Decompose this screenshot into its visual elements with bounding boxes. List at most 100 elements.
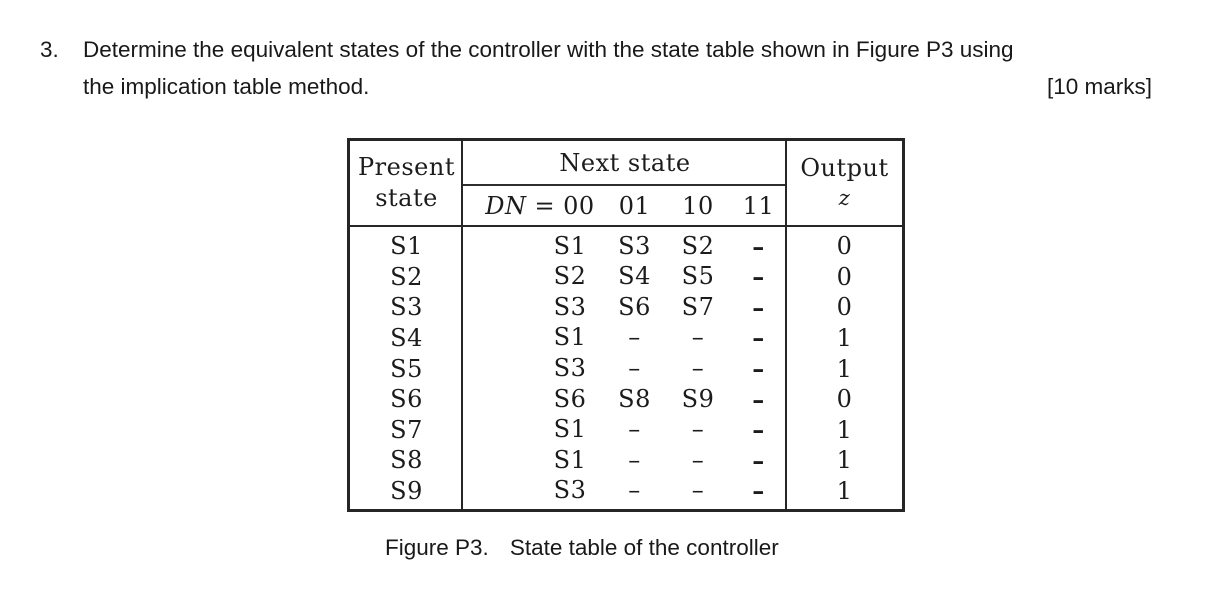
- output-cell: 1: [836, 323, 853, 352]
- table-row: S7 S1 – – – 1: [350, 414, 902, 445]
- present-state-cell: S2: [390, 262, 423, 291]
- next-state-title: Next state: [463, 141, 787, 186]
- next-state-cells: S3–––: [463, 354, 787, 383]
- present-state-cell: S1: [390, 232, 423, 261]
- next-state-cell: S2: [681, 231, 715, 260]
- next-state-cell: S4: [618, 262, 651, 291]
- next-state-cells: S1 – – –: [463, 446, 787, 475]
- output-cell: 0: [836, 262, 853, 291]
- table-row: S6 S6 S8 S9 – 0: [350, 384, 902, 415]
- output-cell: 1: [836, 415, 853, 444]
- input-col-11: 11: [742, 191, 775, 220]
- next-state-cell: –: [691, 445, 705, 474]
- next-state-cell: S3: [553, 292, 587, 321]
- question-line-1: 3. Determine the equivalent states of th…: [40, 31, 1152, 68]
- output-cell: 1: [836, 354, 853, 383]
- table-row: S9 S3 – – – 1: [350, 476, 902, 507]
- present-state-cell: S8: [390, 446, 423, 475]
- column-divider: [785, 141, 787, 509]
- output-cell: 1: [836, 476, 853, 505]
- next-state-cell: S6: [618, 292, 651, 321]
- next-state-cells: S2 S4 S5 –: [463, 262, 787, 291]
- dn-input-label: DN=00: [463, 192, 603, 220]
- next-state-cell: –: [752, 445, 765, 475]
- output-header-line1: Output: [800, 154, 889, 182]
- next-state-cell: S6: [553, 384, 587, 413]
- next-state-cells: S3 S6 S7 –: [463, 293, 787, 322]
- next-state-cells: S1–––: [463, 323, 787, 352]
- output-cell: 0: [836, 385, 853, 414]
- input-columns-row: DN=00 01 10 11: [463, 186, 787, 225]
- marks-label: [10 marks]: [1046, 74, 1152, 99]
- next-state-cell: –: [628, 323, 641, 352]
- table-row: S2 S2 S4 S5 – 0: [350, 262, 902, 293]
- next-state-cell: S3: [553, 354, 587, 383]
- question-text-line2: the implication table method.: [83, 74, 370, 99]
- question-text-line1: Determine the equivalent states of the c…: [83, 37, 1014, 62]
- next-state-cell: –: [752, 323, 765, 353]
- next-state-cell: –: [752, 292, 765, 322]
- present-header-line2: state: [375, 184, 438, 212]
- next-state-cell: S9: [681, 384, 715, 413]
- question-block: 3. Determine the equivalent states of th…: [40, 31, 1152, 105]
- table-header: Present state Next state DN=00 01 10 11 …: [350, 141, 902, 227]
- next-state-cell: –: [752, 476, 765, 506]
- column-divider: [461, 141, 463, 509]
- next-state-cell: S3: [618, 231, 651, 260]
- input-col-01: 01: [618, 191, 651, 220]
- next-state-cells: S6 S8 S9 –: [463, 385, 787, 414]
- output-header: Output z: [787, 141, 902, 225]
- input-col-10: 10: [682, 191, 714, 220]
- present-state-cell: S6: [390, 385, 423, 414]
- next-state-cell: –: [691, 476, 705, 505]
- next-state-cell: –: [752, 231, 765, 261]
- equals-sign: =: [534, 191, 556, 220]
- present-state-cell: S4: [390, 323, 423, 352]
- next-state-cell: S7: [681, 292, 715, 321]
- output-cell: 0: [836, 232, 853, 261]
- caption-label: Figure P3.: [385, 535, 489, 560]
- next-state-cell: –: [752, 354, 765, 384]
- next-state-cell: S3: [553, 476, 587, 505]
- next-state-cells: S1 S3 S2 –: [463, 232, 787, 261]
- next-state-cell: S1: [553, 323, 587, 352]
- next-state-cell: S1: [553, 231, 587, 260]
- next-state-cells: S1 – – –: [463, 415, 787, 444]
- figure-p3: Present state Next state DN=00 01 10 11 …: [347, 138, 905, 512]
- state-table: Present state Next state DN=00 01 10 11 …: [347, 138, 905, 512]
- present-state-cell: S7: [390, 415, 423, 444]
- table-row: S3 S3 S6 S7 – 0: [350, 292, 902, 323]
- next-state-cell: –: [628, 445, 641, 474]
- next-state-cell: S1: [553, 415, 587, 444]
- present-state-cell: S9: [390, 476, 423, 505]
- output-variable-z: z: [838, 186, 851, 210]
- present-state-cell: S5: [390, 354, 423, 383]
- next-state-cell: S2: [553, 262, 587, 291]
- next-state-cell: –: [628, 476, 641, 505]
- next-state-cell: –: [628, 415, 641, 444]
- present-state-header: Present state: [350, 141, 463, 225]
- next-state-cell: –: [691, 415, 705, 444]
- input-col-00: 00: [563, 191, 595, 220]
- question-number: 3.: [40, 37, 59, 62]
- next-state-cell: –: [752, 415, 765, 445]
- question-line-2: the implication table method. [10 marks]: [40, 68, 1152, 105]
- next-state-cell: S5: [681, 262, 715, 291]
- next-state-cell: –: [752, 384, 765, 414]
- caption-text: State table of the controller: [509, 535, 779, 560]
- table-row: S1 S1 S3 S2 – 0: [350, 231, 902, 262]
- dn-variable: DN: [485, 191, 527, 220]
- next-state-cell: –: [691, 354, 705, 383]
- next-state-cell: –: [752, 262, 765, 292]
- next-state-header: Next state DN=00 01 10 11: [463, 141, 787, 225]
- figure-caption: Figure P3. State table of the controller: [385, 535, 779, 561]
- next-state-cell: S1: [553, 445, 587, 474]
- next-state-cell: S8: [618, 384, 651, 413]
- present-state-cell: S3: [390, 293, 423, 322]
- output-cell: 0: [836, 293, 853, 322]
